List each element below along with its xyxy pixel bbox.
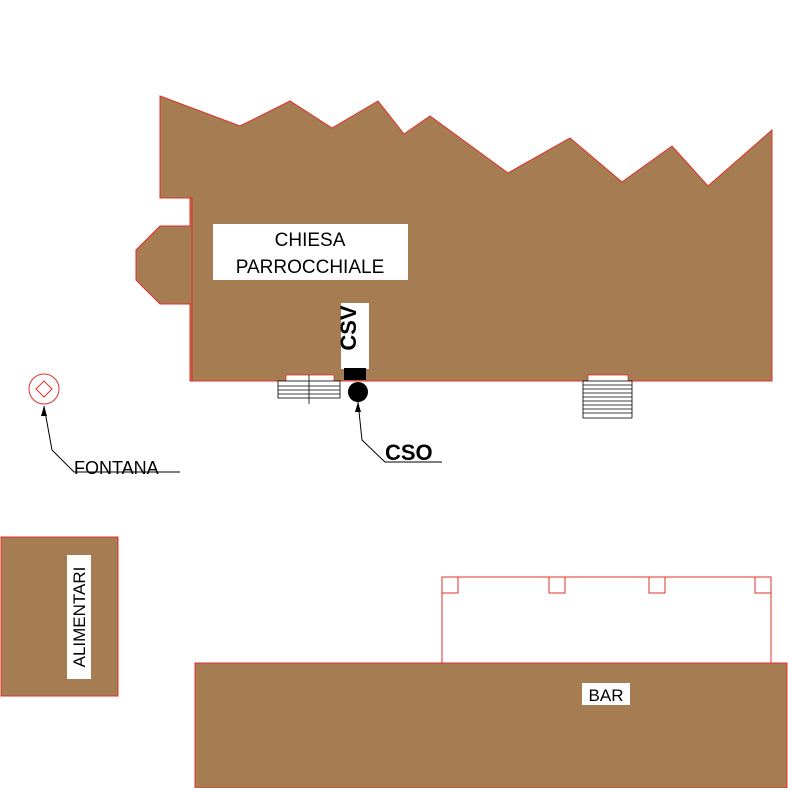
grocery-label: ALIMENTARI: [70, 567, 89, 668]
fountain-leader-line: [43, 405, 180, 473]
church-label-background: [213, 224, 408, 280]
church-steps-right: [582, 374, 633, 419]
fountain-circle[interactable]: [28, 373, 60, 405]
grocery-building[interactable]: [0, 536, 119, 697]
fountain-leader-arrow: [41, 406, 47, 416]
bar-building[interactable]: [194, 662, 788, 788]
cso-marker-icon[interactable]: [348, 382, 368, 402]
church-steps-left: [277, 374, 341, 404]
bar-label: BAR: [589, 686, 624, 705]
csv-label-background: [341, 303, 369, 369]
fountain-label: FONTANA: [74, 458, 159, 478]
diamond-in-circle-icon: [35, 380, 53, 398]
church-label-line1: CHIESA: [275, 230, 346, 251]
bar-terrace: [441, 576, 772, 664]
csv-marker-icon: [344, 368, 366, 380]
csv-label: CSV: [336, 305, 361, 351]
church-label-line2: PARROCCHIALE: [236, 257, 385, 278]
bar-label-background: [582, 683, 630, 705]
grocery-label-background: [67, 555, 91, 679]
cso-leader-arrow: [355, 402, 361, 412]
church-apse: [135, 197, 193, 382]
cso-label: CSO: [385, 440, 433, 465]
cso-leader-line: [357, 401, 442, 463]
